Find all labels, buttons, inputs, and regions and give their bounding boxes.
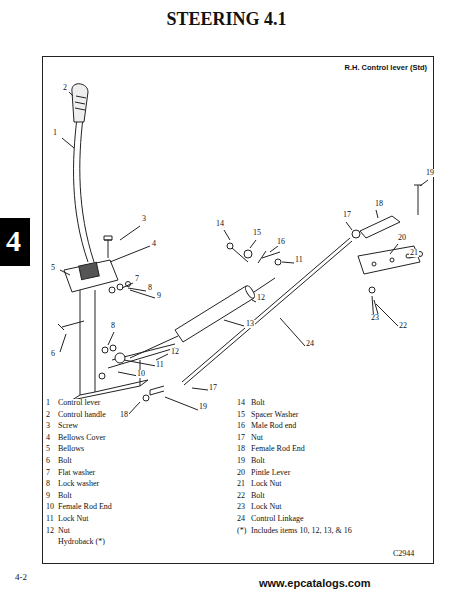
- part-name: Nut: [57, 527, 71, 535]
- callout-number: 8: [110, 322, 116, 330]
- section-tab-number: 4: [5, 226, 22, 256]
- callout-number: 9: [156, 292, 162, 300]
- part-name: Pintle Lever: [250, 469, 291, 477]
- bracket: [72, 290, 148, 400]
- part-number: 14: [236, 399, 246, 407]
- part-number: 1: [45, 399, 51, 407]
- control-lever: [74, 118, 94, 262]
- part-name: Bolt: [250, 457, 266, 465]
- part-number: 18: [236, 445, 246, 453]
- control-linkage: [182, 238, 352, 385]
- part-name: Hydroback (*): [57, 538, 106, 546]
- part-name: Bolt: [250, 399, 266, 407]
- callout-number: 10: [136, 370, 146, 378]
- callout-number: 19: [425, 169, 435, 177]
- part-name: Bellows: [57, 445, 85, 453]
- part-number: 2: [45, 411, 51, 419]
- part-name: Control Linkage: [250, 515, 305, 523]
- part-number: 22: [236, 492, 246, 500]
- female-rod-end: [360, 216, 400, 238]
- leader-line: [60, 92, 428, 416]
- part-name: Lock Nut: [250, 480, 282, 488]
- part-name: Control lever: [57, 399, 101, 407]
- part-number: 5: [45, 445, 51, 453]
- part-number: 24: [236, 515, 246, 523]
- part-name: Lock Nut: [250, 503, 282, 511]
- part-number: 15: [236, 411, 246, 419]
- part-name: Lock Nut: [57, 515, 89, 523]
- part-name: Includes items 10, 12, 13, & 16: [250, 527, 353, 535]
- callout-number: 18: [374, 200, 384, 208]
- part-number: 11: [45, 515, 55, 523]
- part-number: 8: [45, 480, 51, 488]
- callout-number: 17: [342, 211, 352, 219]
- callout-number: 7: [134, 275, 140, 283]
- callout-number: 23: [370, 314, 380, 322]
- hydroback-cylinder: [175, 286, 254, 342]
- callout-number: 17: [208, 384, 218, 392]
- part-number: 17: [236, 434, 246, 442]
- part-number: 20: [236, 469, 246, 477]
- bellows-cover: [64, 260, 118, 292]
- part-number: (*): [236, 527, 247, 535]
- callout-number: 24: [305, 340, 315, 348]
- callout-number: 11: [294, 256, 304, 264]
- callout-number: 8: [147, 284, 153, 292]
- callout-number: 3: [141, 215, 147, 223]
- part-name: Bolt: [57, 457, 73, 465]
- part-number: 6: [45, 457, 51, 465]
- part-number: 23: [236, 503, 246, 511]
- part-number: 21: [236, 480, 246, 488]
- section-tab: [0, 218, 30, 266]
- callout-number: 4: [151, 240, 157, 248]
- figure-header: R.H. Control lever (Std): [344, 63, 427, 72]
- part-number: 12: [45, 527, 55, 535]
- callout-number: 2: [62, 84, 68, 92]
- callout-number: 5: [50, 264, 56, 272]
- callout-number: 12: [170, 348, 180, 356]
- part-number: 19: [236, 457, 246, 465]
- part-number: 4: [45, 434, 51, 442]
- callout-number: 13: [245, 320, 255, 328]
- part-name: Female Rod End: [250, 445, 306, 453]
- bellows: [79, 262, 100, 279]
- part-name: Nut: [250, 434, 264, 442]
- part-number: 10: [45, 503, 55, 511]
- callout-number: 14: [215, 220, 225, 228]
- part-name: Spacer Washer: [250, 411, 299, 419]
- part-name: Control handle: [57, 411, 107, 419]
- callout-number: 19: [198, 403, 208, 411]
- part-name: Bellows Cover: [57, 434, 107, 442]
- part-name: Male Rod end: [250, 422, 297, 430]
- part-name: Flat washer: [57, 469, 96, 477]
- callout-number: 1: [52, 129, 58, 137]
- callout-number: 12: [256, 294, 266, 302]
- part-name: Bolt: [250, 492, 266, 500]
- watermark: www.epcatalogs.com: [258, 578, 371, 589]
- callout-number: 22: [398, 322, 408, 330]
- part-number: 9: [45, 492, 51, 500]
- page-number: 4-2: [14, 573, 28, 582]
- callout-number: 16: [276, 238, 286, 246]
- part-name: Female Rod End: [57, 503, 113, 511]
- part-name: Bolt: [57, 492, 73, 500]
- callout-number: 18: [119, 411, 129, 419]
- callout-number: 21: [409, 249, 419, 257]
- control-handle: [72, 84, 88, 122]
- callout-number: 11: [155, 361, 165, 369]
- part-name: Screw: [57, 422, 79, 430]
- pintle-lever: [358, 246, 420, 274]
- callout-number: 15: [252, 229, 262, 237]
- drawing-number: C2944: [392, 550, 415, 558]
- page-title: STEERING 4.1: [0, 10, 453, 28]
- callout-number: 20: [397, 234, 407, 242]
- part-number: 3: [45, 422, 51, 430]
- part-number: 7: [45, 469, 51, 477]
- part-number: 16: [236, 422, 246, 430]
- callout-number: 6: [50, 350, 56, 358]
- part-name: Lock washer: [57, 480, 100, 488]
